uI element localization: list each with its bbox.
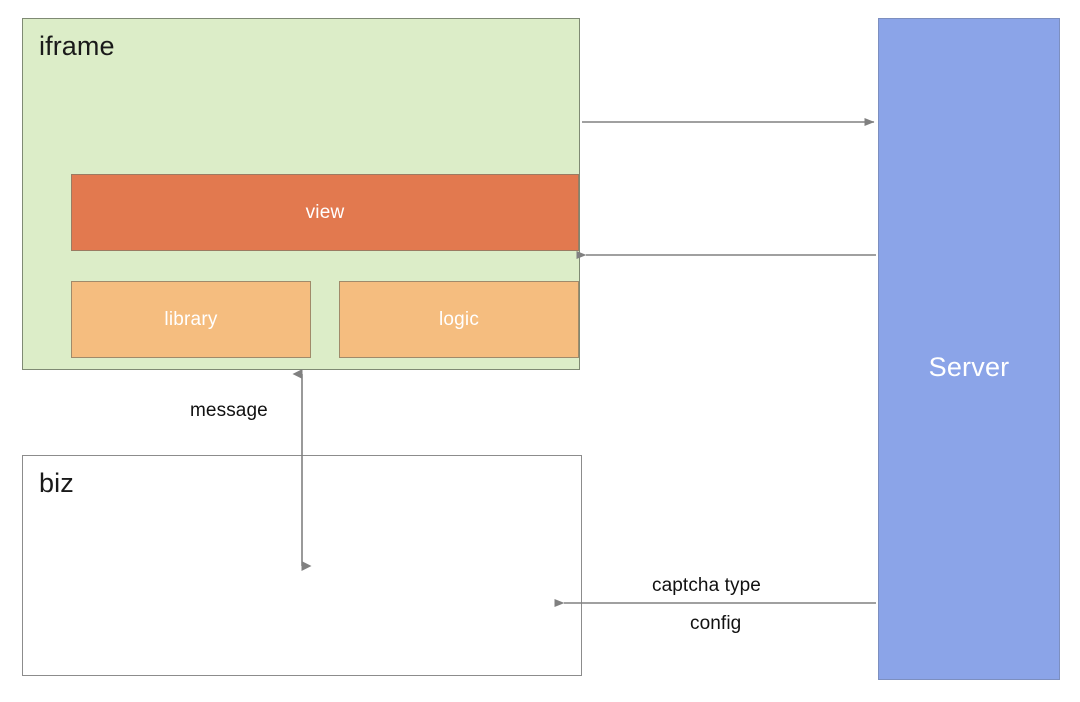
group-biz: biz entry.js bbox=[22, 455, 582, 676]
block-library: library bbox=[71, 281, 311, 358]
edge-label-message: message bbox=[190, 400, 268, 421]
server-label: Server bbox=[928, 352, 1010, 382]
group-iframe-title: iframe bbox=[39, 31, 115, 61]
group-biz-title: biz bbox=[39, 468, 74, 498]
group-iframe: iframe view library logic bbox=[22, 18, 580, 370]
edge-label-config: config bbox=[690, 613, 742, 634]
block-view: view bbox=[71, 174, 579, 251]
edge-label-captcha-type: captcha type bbox=[652, 575, 761, 596]
group-server: Server bbox=[878, 18, 1060, 680]
block-logic: logic bbox=[339, 281, 579, 358]
